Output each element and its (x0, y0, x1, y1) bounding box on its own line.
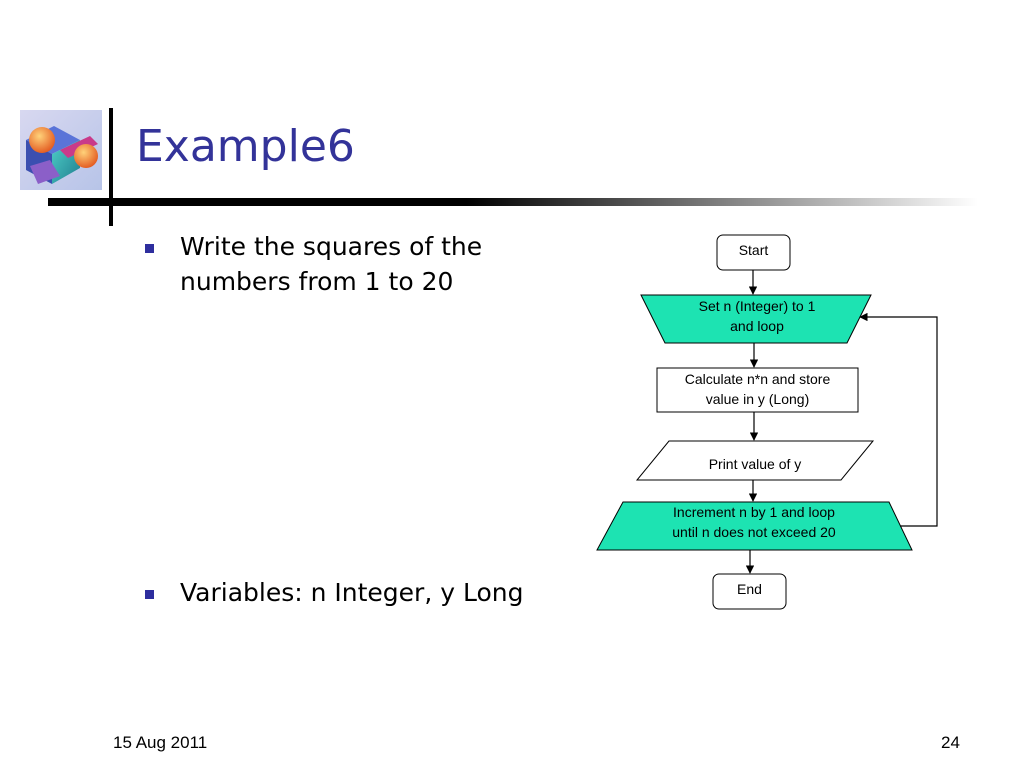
loop-start-label: and loop (730, 318, 784, 334)
start-terminal: Start (716, 234, 791, 271)
footer-page-number: 24 (941, 733, 960, 752)
print-label: Print value of y (709, 456, 802, 472)
footer-date: 15 Aug 2011 (113, 733, 208, 752)
bullet-line: Variables: n Integer, y Long (180, 578, 524, 607)
bullet-text: Write the squares of the numbers from 1 … (180, 229, 482, 299)
loop-end-shape: Increment n by 1 and loop until n does n… (596, 501, 913, 551)
slide-title: Example6 (136, 121, 355, 172)
colored-blocks-logo-icon (20, 110, 102, 190)
print-output: Print value of y (635, 440, 875, 481)
title-horizontal-rule (48, 198, 978, 206)
calculate-label: value in y (Long) (706, 391, 810, 407)
end-label: End (737, 581, 762, 597)
loop-back-arrow (859, 312, 938, 527)
loop-end-label: until n does not exceed 20 (672, 524, 836, 540)
bullet-marker (145, 244, 154, 253)
bullet-marker (145, 590, 154, 599)
calculate-label: Calculate n*n and store (685, 371, 831, 387)
start-label: Start (739, 242, 769, 258)
loop-end-label: Increment n by 1 and loop (673, 504, 835, 520)
loop-start-label: Set n (Integer) to 1 (699, 298, 816, 314)
bullet-line: Write the squares of the (180, 232, 483, 261)
bullet-line: numbers from 1 to 20 (180, 267, 454, 296)
loop-start-shape: Set n (Integer) to 1 and loop (640, 294, 872, 344)
calculate-process: Calculate n*n and store value in y (Long… (656, 367, 859, 413)
bullet-text: Variables: n Integer, y Long (180, 575, 523, 610)
title-vertical-rule (109, 108, 113, 226)
end-terminal: End (712, 573, 787, 610)
